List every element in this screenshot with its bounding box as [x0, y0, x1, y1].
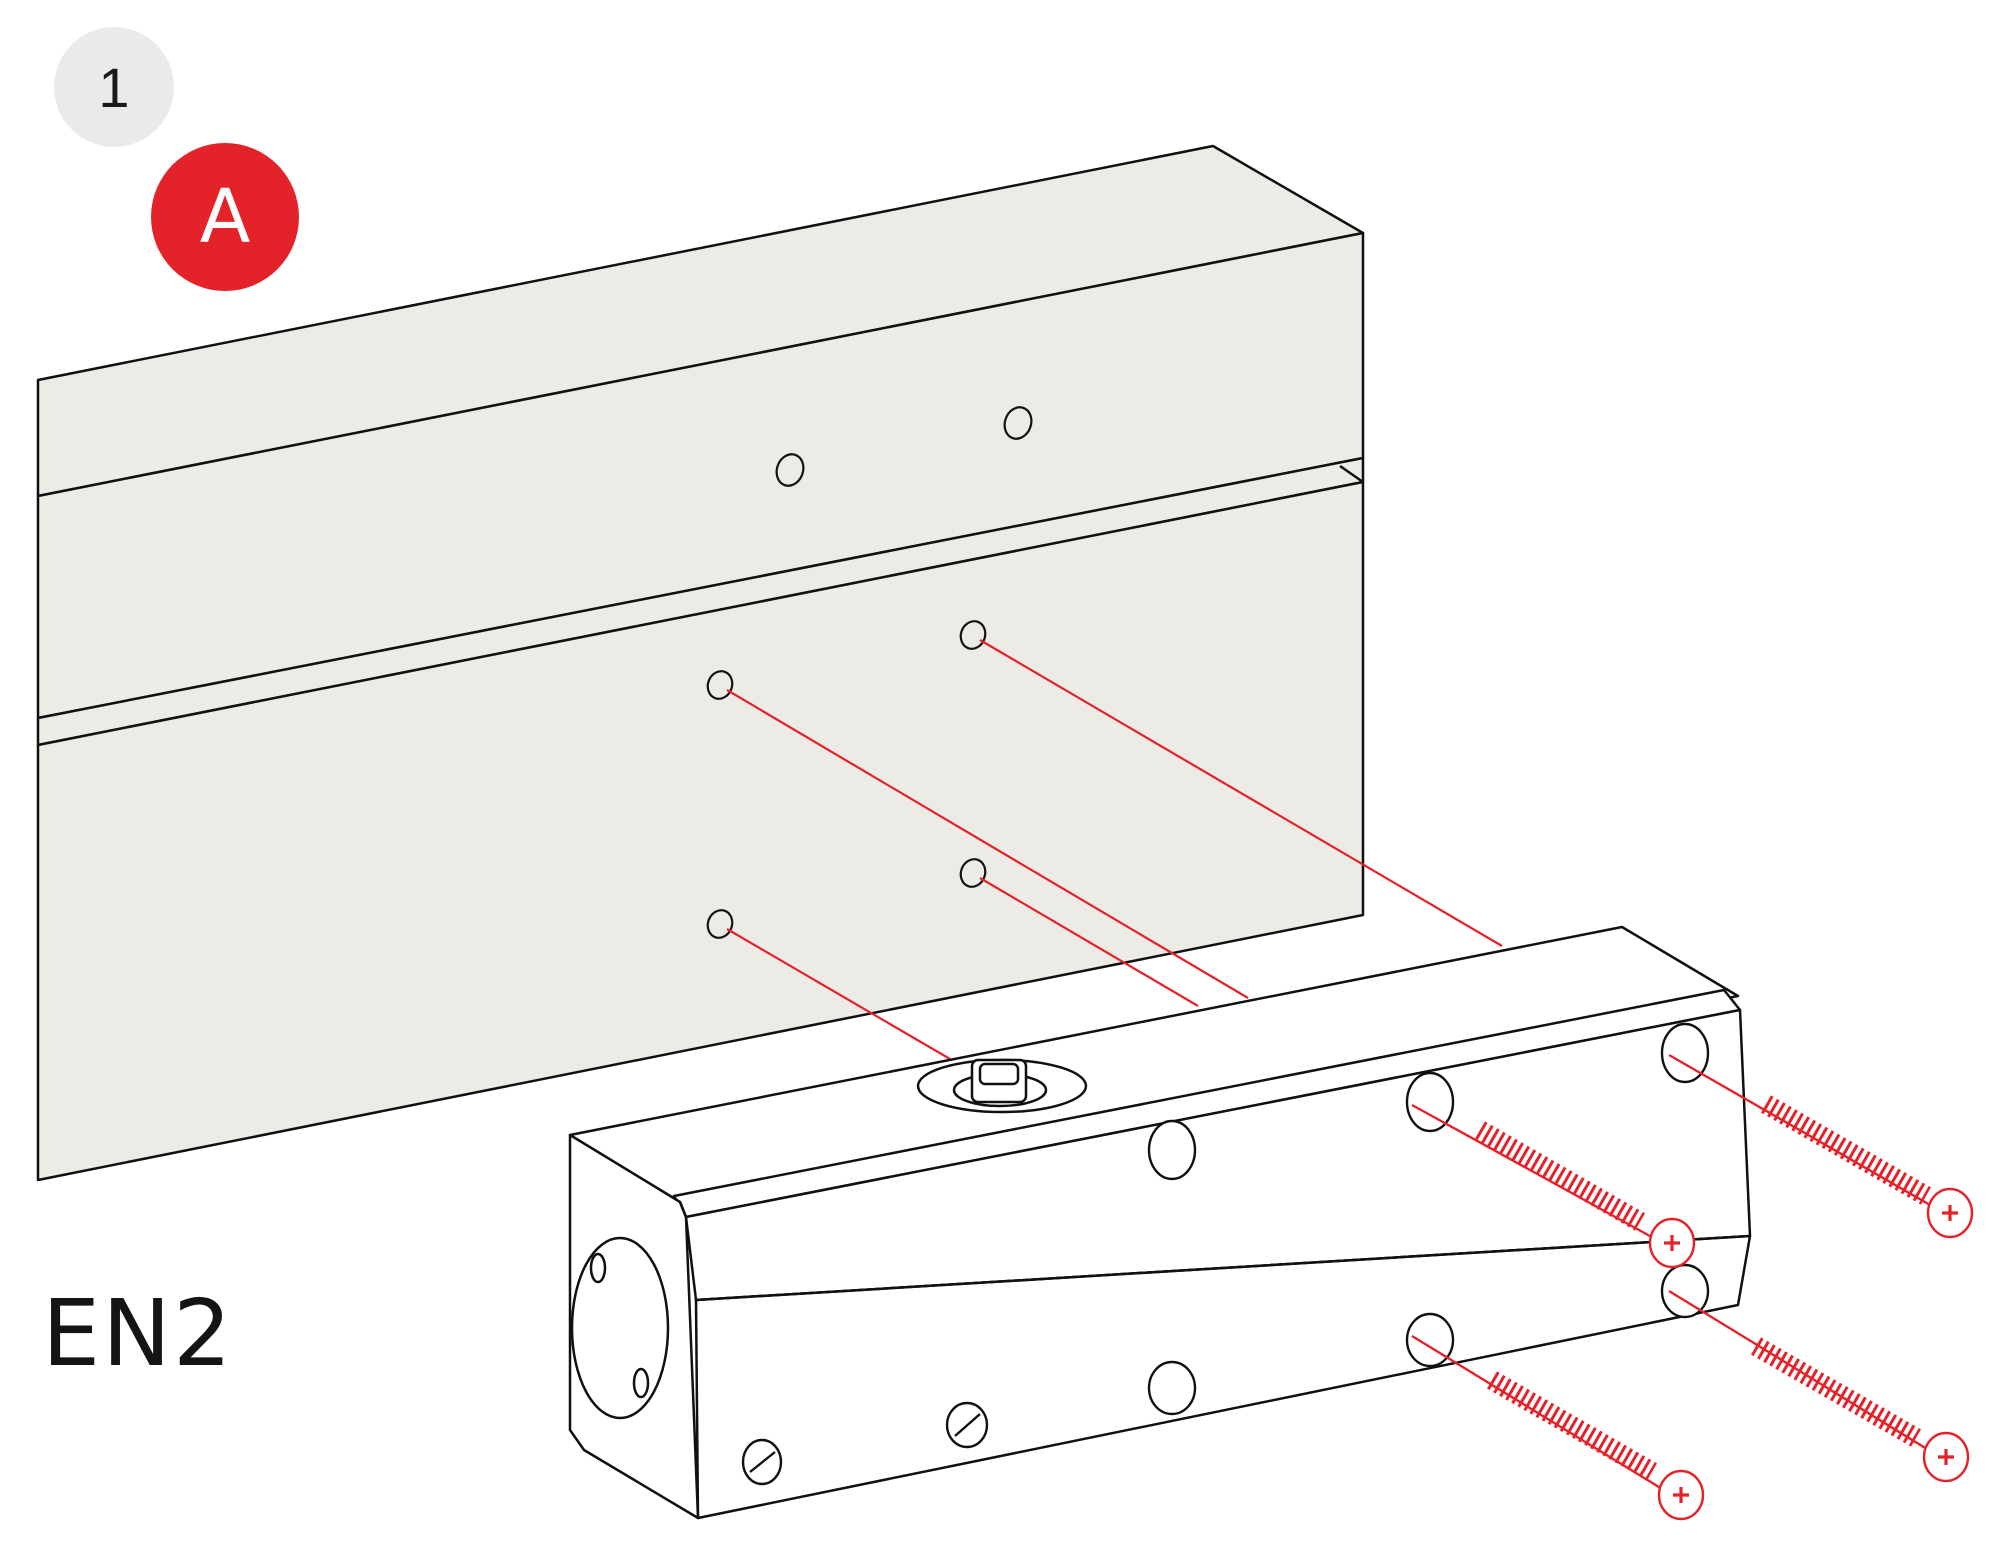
- closer-hole: [1660, 1022, 1710, 1084]
- guide-line: [979, 877, 1199, 1007]
- guide-line: [726, 928, 951, 1060]
- door-frame: [36, 144, 1365, 1182]
- closer-mounting-holes: [741, 1022, 1710, 1486]
- screw: [1411, 1334, 1705, 1521]
- screw: [1411, 1103, 1696, 1269]
- screw: [1668, 1289, 1970, 1483]
- closer-hole: [1405, 1071, 1455, 1133]
- frame-hole: [959, 858, 987, 888]
- variant-letter: A: [199, 174, 251, 260]
- end-cap-plate: [570, 1236, 670, 1420]
- door-closer-body: [568, 925, 1752, 1520]
- guide-line: [979, 639, 1503, 947]
- end-cap-hole: [632, 1367, 650, 1399]
- alignment-lines: [726, 639, 1503, 1060]
- model-label: EN2: [42, 1280, 234, 1387]
- screw: [1668, 1053, 1974, 1239]
- closer-hole: [1147, 1119, 1197, 1181]
- frame-hole: [1003, 406, 1033, 440]
- closer-hole: [1147, 1360, 1197, 1416]
- frame-hole: [959, 620, 987, 650]
- frame-hole: [706, 909, 734, 939]
- guide-line: [726, 689, 1249, 999]
- step-number: 1: [98, 55, 130, 119]
- variant-badge: A: [151, 143, 299, 291]
- frame-hole: [706, 670, 734, 700]
- frame-lower-face: [36, 480, 1365, 1182]
- step-number-badge: 1: [54, 27, 174, 147]
- closer-hole: [1660, 1263, 1710, 1319]
- frame-hole: [775, 453, 805, 487]
- frame-holes: [706, 406, 1033, 939]
- end-cap-hole: [589, 1252, 607, 1284]
- wood-screws: [1411, 1053, 1974, 1521]
